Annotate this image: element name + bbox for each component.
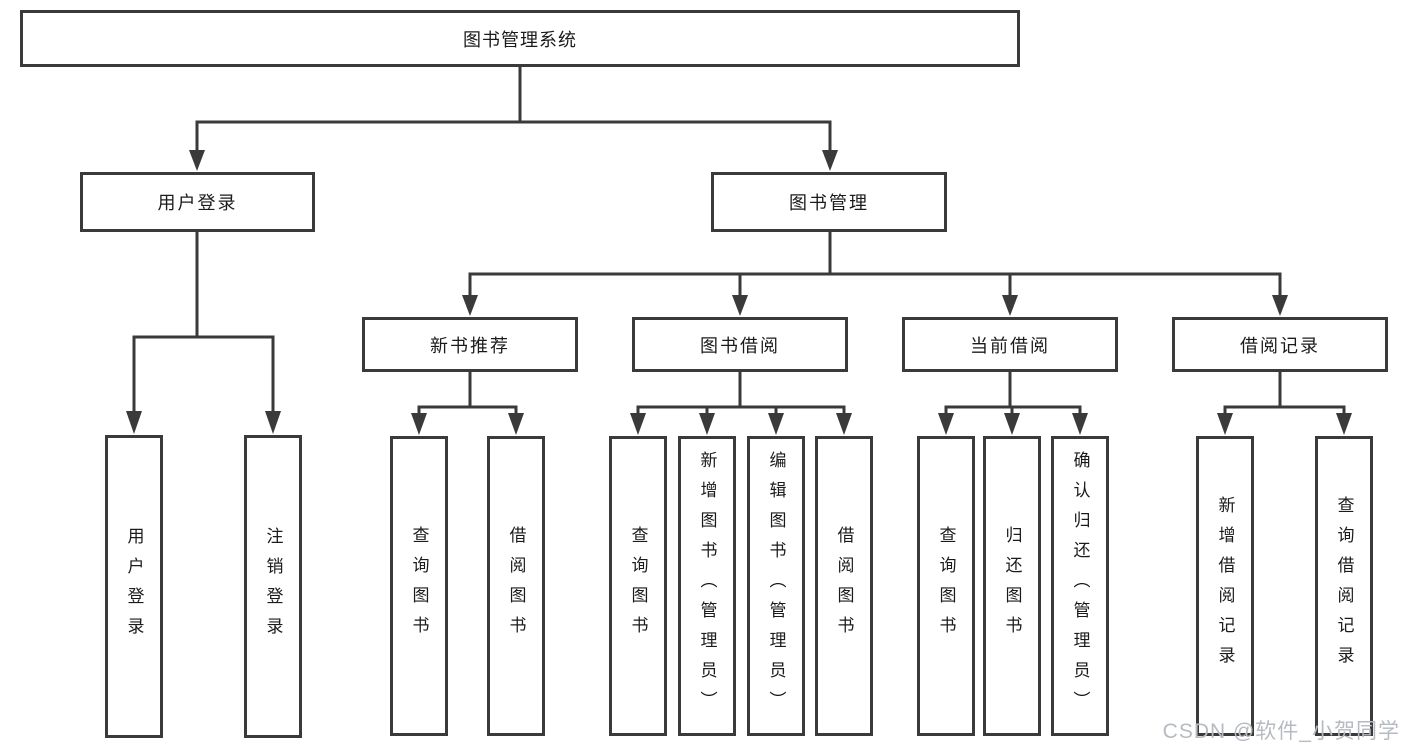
arrowheads [126, 150, 1352, 435]
node-root: 图书管理系统 [20, 10, 1020, 67]
node-new-book-recommend: 新书推荐 [362, 317, 578, 372]
watermark: CSDN @软件_小贺同学 [1162, 720, 1400, 743]
node-borrow-records-label: 借阅记录 [1240, 335, 1320, 356]
leaf-confirm-return-admin-label: 确认归还（管理员） [1070, 451, 1090, 721]
leaf-query-borrow-record: 查询借阅记录 [1315, 436, 1373, 736]
node-book-borrow: 图书借阅 [632, 317, 848, 372]
leaf-user-login-label: 用户登录 [124, 526, 144, 647]
leaf-logout-label: 注销登录 [263, 526, 283, 647]
node-root-label: 图书管理系统 [463, 29, 577, 50]
leaf-edit-book-admin-label: 编辑图书（管理员） [766, 451, 786, 721]
leaf-query-books-borrow: 查询图书 [609, 436, 667, 736]
node-current-borrow-label: 当前借阅 [970, 335, 1050, 356]
leaf-query-books-borrow-label: 查询图书 [628, 526, 648, 646]
leaf-add-book-admin-label: 新增图书（管理员） [697, 451, 717, 721]
leaf-user-login: 用户登录 [105, 435, 163, 738]
node-book-management: 图书管理 [711, 172, 947, 232]
leaf-return-books-label: 归还图书 [1002, 526, 1022, 646]
leaf-borrow-books-recommend-label: 借阅图书 [506, 526, 526, 646]
leaf-borrow-books-borrow: 借阅图书 [815, 436, 873, 736]
leaf-query-books-recommend: 查询图书 [390, 436, 448, 736]
leaf-add-borrow-record: 新增借阅记录 [1196, 436, 1254, 736]
node-current-borrow: 当前借阅 [902, 317, 1118, 372]
node-user-login: 用户登录 [80, 172, 315, 232]
leaf-query-borrow-record-label: 查询借阅记录 [1334, 496, 1354, 676]
leaf-borrow-books-borrow-label: 借阅图书 [834, 526, 854, 646]
node-new-book-recommend-label: 新书推荐 [430, 335, 510, 356]
leaf-return-books: 归还图书 [983, 436, 1041, 736]
node-book-borrow-label: 图书借阅 [700, 335, 780, 356]
leaf-borrow-books-recommend: 借阅图书 [487, 436, 545, 736]
node-user-login-label: 用户登录 [157, 193, 238, 213]
leaf-query-books-recommend-label: 查询图书 [409, 526, 429, 646]
leaf-edit-book-admin: 编辑图书（管理员） [747, 436, 805, 736]
leaf-logout: 注销登录 [244, 435, 302, 738]
leaf-add-borrow-record-label: 新增借阅记录 [1215, 496, 1235, 676]
leaf-query-books-current: 查询图书 [917, 436, 975, 736]
leaf-add-book-admin: 新增图书（管理员） [678, 436, 736, 736]
leaf-query-books-current-label: 查询图书 [936, 526, 956, 646]
node-book-management-label: 图书管理 [789, 193, 869, 213]
leaf-confirm-return-admin: 确认归还（管理员） [1051, 436, 1109, 736]
node-borrow-records: 借阅记录 [1172, 317, 1388, 372]
